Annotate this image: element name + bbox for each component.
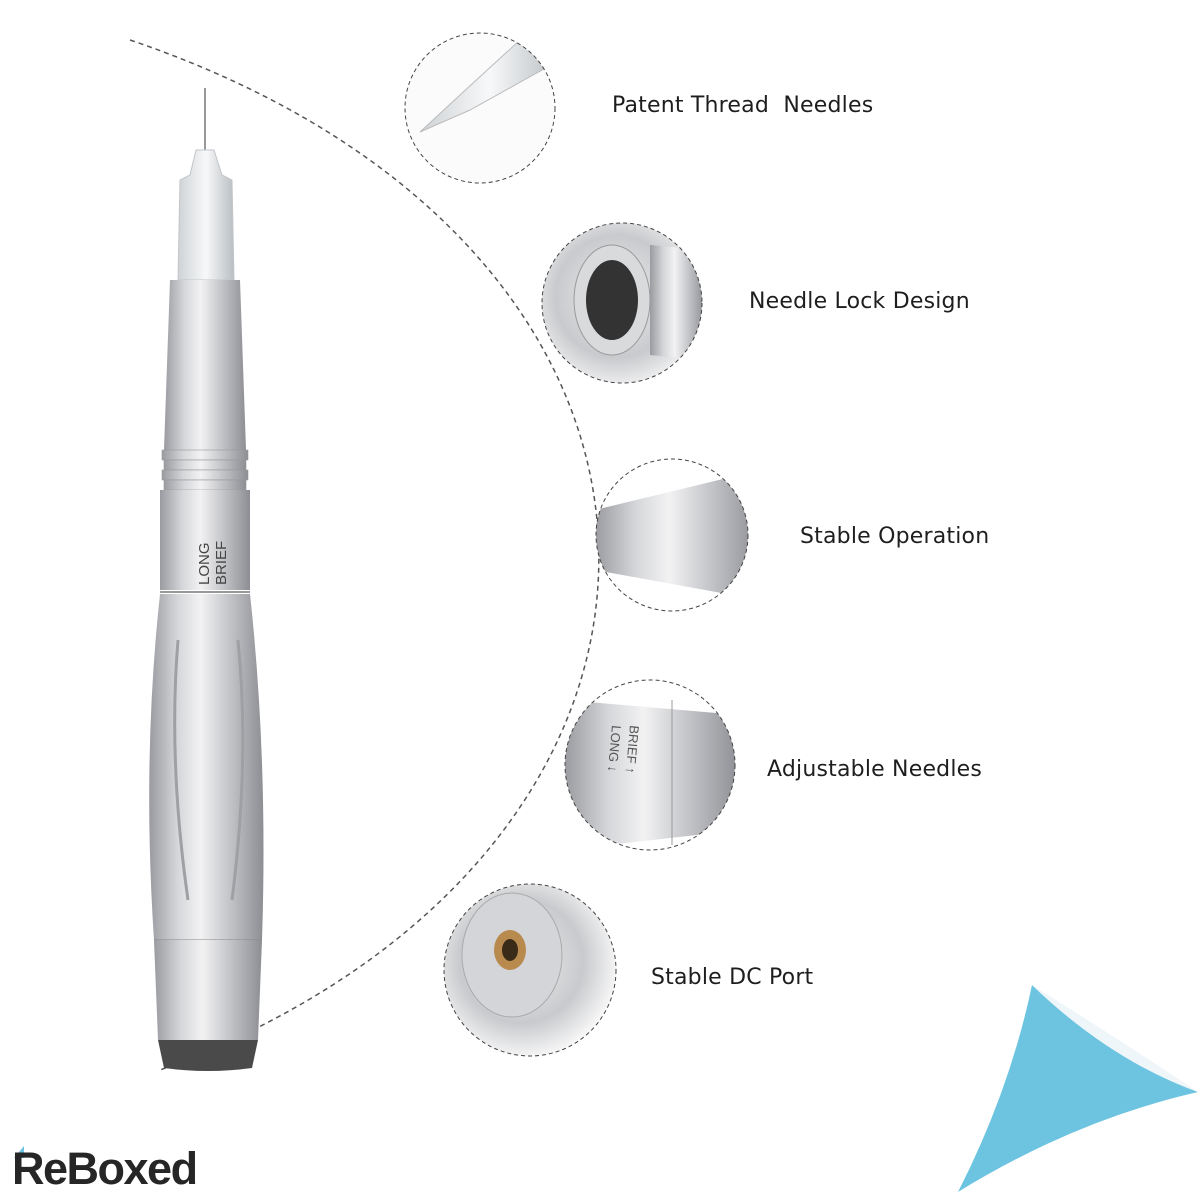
closeup-body [596, 459, 748, 611]
closeup-needles [405, 33, 555, 183]
svg-text:LONG ↓: LONG ↓ [605, 725, 624, 773]
feature-label-operation: Stable Operation [800, 524, 990, 549]
feature-label-needles: Patent Thread Needles [612, 93, 874, 118]
brand-logo: ReBoxed [12, 1143, 198, 1194]
feature-label-dc-port: Stable DC Port [651, 965, 814, 990]
feature-label-lock: Needle Lock Design [749, 289, 970, 314]
pen-marking-brief: BRIEF [213, 540, 230, 585]
pen-marking-long: LONG [196, 542, 213, 585]
closeup-adjust: BRIEF ↑ LONG ↓ [565, 680, 735, 850]
svg-text:BRIEF ↑: BRIEF ↑ [623, 725, 642, 775]
feature-label-adjustable: Adjustable Needles [767, 757, 983, 782]
tattoo-pen [149, 88, 264, 1071]
closeup-lock [542, 223, 702, 383]
closeup-dc-port [444, 884, 616, 1056]
page-curl-corner [958, 985, 1198, 1192]
logo-accent [14, 1146, 24, 1158]
